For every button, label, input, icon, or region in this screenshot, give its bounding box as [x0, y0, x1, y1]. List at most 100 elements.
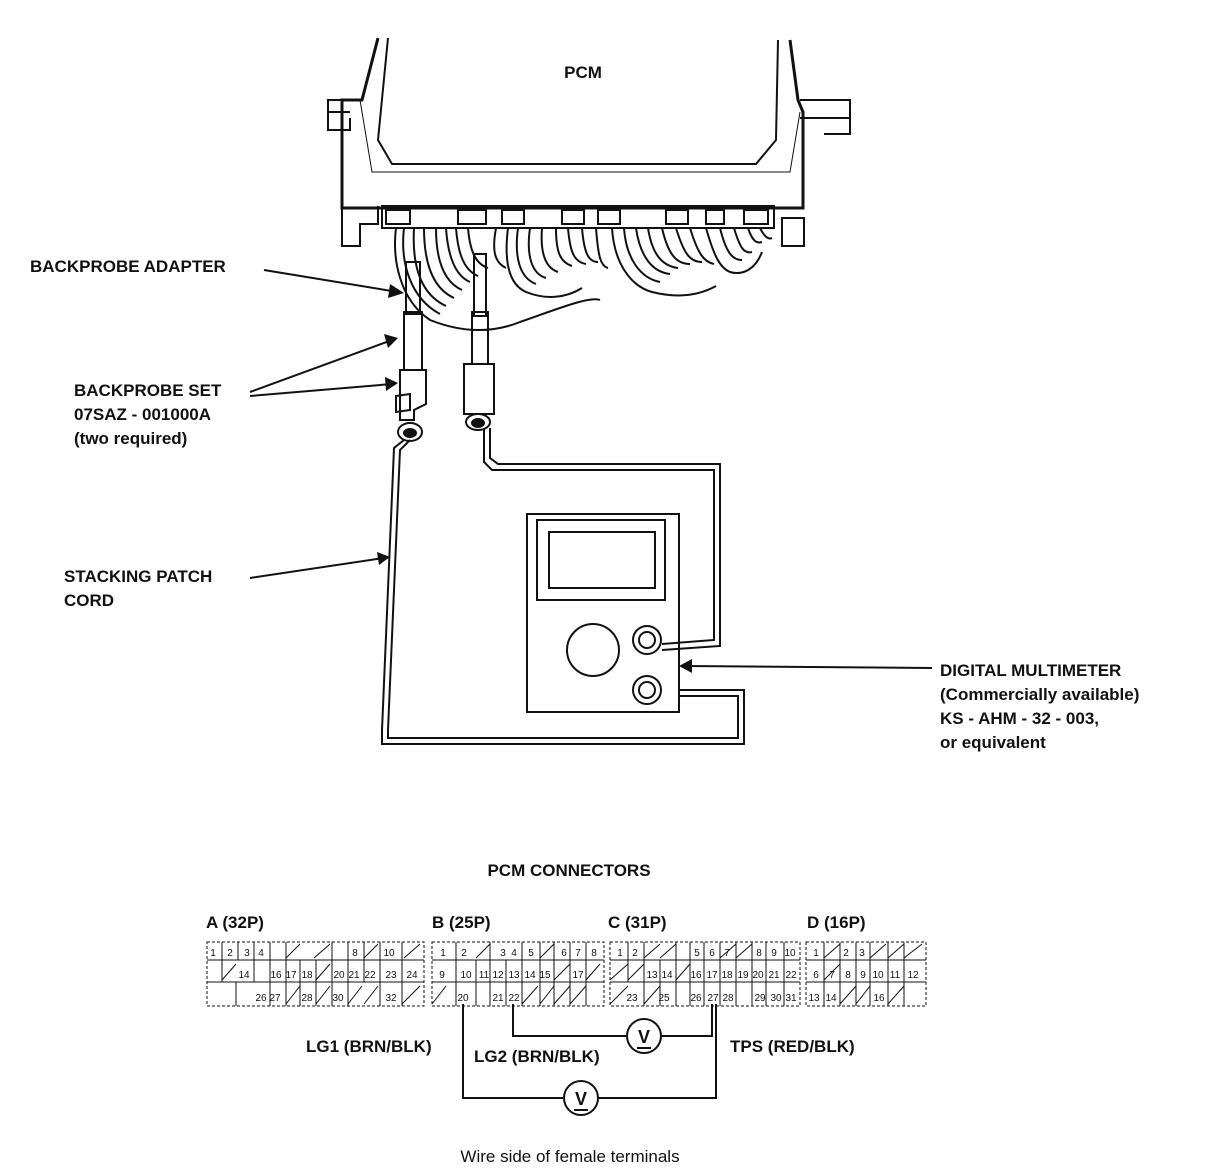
multimeter-line-1: DIGITAL MULTIMETER — [940, 661, 1121, 680]
pin-number: 31 — [785, 993, 797, 1004]
multimeter-line-3: KS - AHM - 32 - 003, — [940, 709, 1099, 728]
lg2-wire-label: LG2 (BRN/BLK) — [474, 1047, 600, 1066]
tps-wire-label: TPS (RED/BLK) — [730, 1037, 855, 1056]
pin-number: 8 — [756, 948, 762, 959]
pin-number: 3 — [500, 948, 506, 959]
connector-c-label: C (31P) — [608, 913, 667, 932]
multimeter-jack-common — [632, 675, 662, 705]
pin-number: 30 — [332, 993, 344, 1004]
stacking-cord-line-1: STACKING PATCH — [64, 567, 212, 586]
pin-number: 24 — [406, 970, 418, 981]
backprobe-set-label: BACKPROBE SET 07SAZ - 001000A (two requi… — [74, 381, 222, 448]
pin-number: 22 — [364, 970, 376, 981]
connector-faces — [206, 941, 927, 1007]
pin-number: 20 — [457, 993, 469, 1004]
connector-a-label: A (32P) — [206, 913, 264, 932]
pin-number: 21 — [768, 970, 780, 981]
pin-number: 6 — [561, 948, 567, 959]
pin-number: 13 — [508, 970, 520, 981]
pin-number: 23 — [385, 970, 397, 981]
pin-number: 22 — [785, 970, 797, 981]
callout-arrows — [249, 269, 933, 673]
pin-number: 17 — [285, 970, 297, 981]
pin-number: 1 — [617, 948, 623, 959]
connector-d-label: D (16P) — [807, 913, 866, 932]
pcm-connector-sockets — [381, 205, 775, 229]
multimeter-display — [548, 531, 656, 589]
pin-number: 17 — [572, 970, 584, 981]
backprobe-set-line-1: BACKPROBE SET — [74, 381, 222, 400]
digital-multimeter — [526, 513, 680, 713]
pin-number: 32 — [385, 993, 397, 1004]
pin-number: 10 — [784, 948, 796, 959]
pin-number: 1 — [813, 948, 819, 959]
pin-number: 14 — [238, 970, 250, 981]
pin-number: 21 — [348, 970, 360, 981]
voltmeter-lg1-tps — [563, 1080, 599, 1116]
pin-number: 14 — [661, 970, 673, 981]
connectors-title: PCM CONNECTORS — [487, 861, 650, 880]
voltmeter-lg2-tps — [626, 1018, 662, 1054]
stacking-cord-label: STACKING PATCH CORD — [64, 567, 212, 610]
pin-number: 6 — [709, 948, 715, 959]
stacking-patch-cord-inner — [387, 439, 739, 739]
pin-number: 13 — [646, 970, 658, 981]
pin-number: 17 — [706, 970, 718, 981]
pin-number: 10 — [460, 970, 472, 981]
pin-number: 12 — [907, 970, 919, 981]
pcm-right-mount-tab — [800, 99, 851, 135]
voltmeter-symbol-lower: V — [575, 1089, 587, 1109]
pin-number: 7 — [829, 970, 835, 981]
pin-number: 11 — [479, 970, 490, 981]
pin-number: 21 — [492, 993, 504, 1004]
pin-number: 18 — [721, 970, 733, 981]
pin-number: 3 — [859, 948, 865, 959]
pcm-left-mount-tab — [327, 99, 360, 131]
voltmeter-symbol-upper: V — [638, 1027, 650, 1047]
pin-number: 1 — [440, 948, 446, 959]
pin-number: 2 — [461, 948, 467, 959]
pin-number: 9 — [439, 970, 445, 981]
pcm-body — [340, 37, 805, 210]
pin-number: 2 — [843, 948, 849, 959]
multimeter-dial — [566, 623, 620, 677]
pin-number: 22 — [508, 993, 520, 1004]
backprobe-right — [463, 253, 495, 431]
pin-number: 2 — [632, 948, 638, 959]
pcm-inner-panel — [376, 37, 779, 165]
pcm-wire-harness — [394, 227, 773, 331]
pin-number: 26 — [690, 993, 702, 1004]
connector-b-label: B (25P) — [432, 913, 491, 932]
pin-number: 10 — [383, 948, 395, 959]
pin-number: 4 — [258, 948, 264, 959]
multimeter-line-2: (Commercially available) — [940, 685, 1139, 704]
stacking-cord-line-2: CORD — [64, 591, 114, 610]
pin-number: 16 — [690, 970, 702, 981]
pin-number: 1 — [210, 948, 216, 959]
backprobe-adapter-label: BACKPROBE ADAPTER — [30, 257, 226, 276]
backprobe-set-line-2: 07SAZ - 001000A — [74, 405, 211, 424]
pin-number: 7 — [724, 948, 730, 959]
pin-number: 5 — [528, 948, 534, 959]
pcm-unit: PCM — [327, 37, 851, 331]
pin-number: 19 — [737, 970, 749, 981]
pin-number: 23 — [626, 993, 638, 1004]
pin-number: 12 — [492, 970, 504, 981]
pin-number: 7 — [575, 948, 581, 959]
pcm-title: PCM — [564, 63, 602, 82]
pin-number: 18 — [301, 970, 313, 981]
pin-number: 15 — [539, 970, 551, 981]
pin-number: 30 — [770, 993, 782, 1004]
pin-number: 27 — [707, 993, 719, 1004]
pin-number: 5 — [694, 948, 700, 959]
pin-number: 9 — [860, 970, 866, 981]
pin-number: 8 — [352, 948, 358, 959]
backprobe-set-line-3: (two required) — [74, 429, 187, 448]
voltmeter-circuits: V V — [462, 1004, 717, 1116]
lg1-wire-label: LG1 (BRN/BLK) — [306, 1037, 432, 1056]
pin-number: 28 — [301, 993, 313, 1004]
backprobe-left — [395, 261, 427, 442]
pin-number: 3 — [244, 948, 250, 959]
